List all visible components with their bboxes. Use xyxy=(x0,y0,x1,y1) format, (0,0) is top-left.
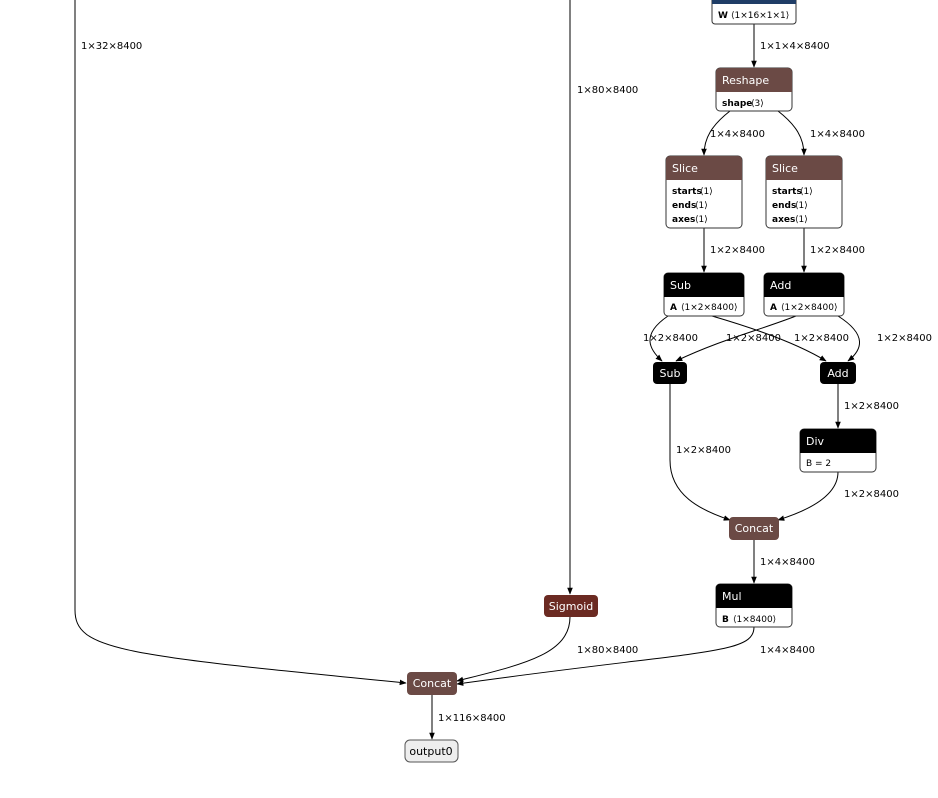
node-sub-top-attr-key: A xyxy=(670,303,677,313)
node-mul[interactable]: Mul B ⟨1×8400⟩ xyxy=(715,583,793,628)
edge-left-branch xyxy=(74,0,407,686)
edge-label-reshape-slice-left: 1×4×8400 xyxy=(710,129,765,140)
node-slice-right-title: Slice xyxy=(772,162,798,175)
edge-sub-concat xyxy=(669,384,731,521)
node-conv-header xyxy=(712,0,796,4)
node-output-title: output0 xyxy=(409,745,452,758)
edge-label-mul-concat: 1×4×8400 xyxy=(760,645,815,656)
edge-label-add-sub: 1×2×8400 xyxy=(726,333,781,344)
edge-mul-concat xyxy=(456,626,755,686)
node-sub-top-header xyxy=(664,273,744,297)
edge-label-div-concat: 1×2×8400 xyxy=(844,489,899,500)
node-sub-top-title: Sub xyxy=(670,279,691,292)
edge-label-sub-concat: 1×2×8400 xyxy=(676,445,731,456)
node-reshape-attr-value: ⟨3⟩ xyxy=(751,99,764,109)
node-concat-final[interactable]: Concat xyxy=(407,672,457,695)
edges xyxy=(74,0,860,740)
node-mul-attr-value: ⟨1×8400⟩ xyxy=(733,615,776,625)
edge-label-sub-sub: 1×2×8400 xyxy=(643,333,698,344)
edge-label-reshape-slice-right: 1×4×8400 xyxy=(810,129,865,140)
node-div-header xyxy=(800,429,876,453)
edge-label-slice-sub: 1×2×8400 xyxy=(710,245,765,256)
node-sub-bottom[interactable]: Sub xyxy=(653,362,687,384)
edge-label-concat-mul: 1×4×8400 xyxy=(760,557,815,568)
node-slice-right-attr-ends-key: ends xyxy=(772,201,796,211)
node-div[interactable]: Div B = 2 xyxy=(799,428,877,473)
edge-sub-sub xyxy=(649,315,669,362)
node-add-top-attr-value: ⟨1×2×8400⟩ xyxy=(781,303,837,313)
edge-label-sigmoid-concat: 1×80×8400 xyxy=(577,645,638,656)
node-slice-left-header xyxy=(666,156,742,180)
node-add-top-title: Add xyxy=(770,279,791,292)
node-slice-right-attr-axes-value: ⟨1⟩ xyxy=(795,215,808,225)
edge-label-conv-reshape: 1×1×4×8400 xyxy=(760,41,830,52)
node-mul-title: Mul xyxy=(722,590,742,603)
node-slice-left-attr-ends-value: ⟨1⟩ xyxy=(695,201,708,211)
node-slice-left-attr-starts-key: starts xyxy=(672,187,702,197)
edge-label-left-branch: 1×32×8400 xyxy=(81,41,142,52)
node-slice-left-attr-starts-value: ⟨1⟩ xyxy=(700,187,713,197)
node-slice-left-title: Slice xyxy=(672,162,698,175)
node-div-attr: B = 2 xyxy=(806,459,831,469)
node-sub-top[interactable]: Sub A ⟨1×2×8400⟩ xyxy=(663,272,745,317)
node-add-top[interactable]: Add A ⟨1×2×8400⟩ xyxy=(763,272,845,317)
edge-label-concat-output: 1×116×8400 xyxy=(438,713,506,724)
edge-label-middle-branch: 1×80×8400 xyxy=(577,85,638,96)
node-slice-right-attr-axes-key: axes xyxy=(772,215,795,225)
node-reshape-header xyxy=(716,68,792,92)
edge-label-add-add: 1×2×8400 xyxy=(877,333,932,344)
node-slice-right-attr-starts-key: starts xyxy=(772,187,802,197)
node-slice-right-attr-starts-value: ⟨1⟩ xyxy=(800,187,813,197)
edge-div-concat xyxy=(777,471,839,521)
node-sigmoid-title: Sigmoid xyxy=(549,600,594,613)
node-add-top-header xyxy=(764,273,844,297)
node-reshape-attr-key: shape xyxy=(722,99,752,109)
edge-reshape-slice-right xyxy=(777,110,807,156)
node-conv-attr-value: ⟨1×16×1×1⟩ xyxy=(731,11,789,21)
node-concat-final-title: Concat xyxy=(413,677,452,690)
node-output[interactable]: output0 xyxy=(404,739,459,763)
node-mul-attr-key: B xyxy=(722,615,729,625)
node-concat-right-title: Concat xyxy=(735,522,774,535)
edge-add-sub xyxy=(675,315,797,362)
edge-sub-add xyxy=(711,315,827,362)
edge-add-add xyxy=(837,315,860,362)
edge-label-sub-add: 1×2×8400 xyxy=(794,333,849,344)
node-reshape-title: Reshape xyxy=(722,74,769,87)
edge-label-add-div: 1×2×8400 xyxy=(844,401,899,412)
node-conv-attr-key: W xyxy=(718,11,728,21)
node-div-title: Div xyxy=(806,435,825,448)
node-slice-right-header xyxy=(766,156,842,180)
edge-sigmoid-concat xyxy=(456,616,571,683)
edge-labels: 1×32×8400 1×80×8400 1×1×4×8400 1×4×8400 … xyxy=(81,41,932,724)
node-slice-right-attr-ends-value: ⟨1⟩ xyxy=(795,201,808,211)
node-sub-top-attr-value: ⟨1×2×8400⟩ xyxy=(681,303,737,313)
node-slice-left[interactable]: Slice starts ⟨1⟩ ends ⟨1⟩ axes ⟨1⟩ xyxy=(665,155,743,229)
node-concat-right[interactable]: Concat xyxy=(729,517,779,540)
node-mul-header xyxy=(716,584,792,608)
node-sigmoid[interactable]: Sigmoid xyxy=(544,595,598,617)
node-slice-left-attr-axes-key: axes xyxy=(672,215,695,225)
edge-reshape-slice-left xyxy=(701,110,731,156)
edge-label-slice-add: 1×2×8400 xyxy=(810,245,865,256)
node-conv-partial[interactable]: W ⟨1×16×1×1⟩ xyxy=(711,0,797,25)
node-add-bottom[interactable]: Add xyxy=(820,362,856,384)
node-slice-right[interactable]: Slice starts ⟨1⟩ ends ⟨1⟩ axes ⟨1⟩ xyxy=(765,155,843,229)
node-sub-bottom-title: Sub xyxy=(660,367,681,380)
node-slice-left-attr-ends-key: ends xyxy=(672,201,696,211)
node-add-bottom-title: Add xyxy=(827,367,848,380)
node-add-top-attr-key: A xyxy=(770,303,777,313)
node-slice-left-attr-axes-value: ⟨1⟩ xyxy=(695,215,708,225)
node-reshape[interactable]: Reshape shape ⟨3⟩ xyxy=(715,67,793,112)
